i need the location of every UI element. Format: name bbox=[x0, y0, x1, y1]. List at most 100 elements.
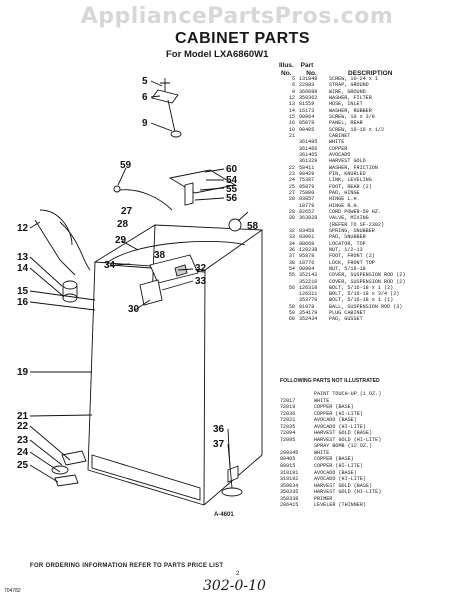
part-description: WHITE bbox=[314, 449, 330, 456]
callout-6: 6 bbox=[142, 92, 148, 103]
part-illus-no: 13 bbox=[288, 101, 295, 108]
part-illus-no: 15 bbox=[288, 113, 295, 120]
part-number: 366089 bbox=[299, 88, 318, 95]
callout-9: 9 bbox=[142, 118, 148, 129]
part-number: 126318 bbox=[299, 284, 318, 291]
part-description: FOOT, FRONT (2) bbox=[329, 253, 375, 260]
part-illus-no: 34 bbox=[288, 240, 295, 247]
part-number: 90064 bbox=[299, 113, 315, 120]
callout-19: 19 bbox=[17, 367, 29, 378]
header-description: DESCRIPTION bbox=[348, 70, 393, 77]
part-description: BOLT, 5/16-18 x 3/4 (2) bbox=[329, 291, 400, 298]
parts-row: 361495 WHITE bbox=[280, 139, 470, 145]
callout-59: 59 bbox=[120, 160, 132, 171]
part-illus-no: 27 bbox=[288, 189, 295, 196]
part-illus-no: 9 bbox=[291, 88, 295, 95]
part-number: 81559 bbox=[299, 101, 315, 108]
part-description: PANEL, REAR bbox=[329, 120, 363, 127]
part-number: 352143 bbox=[299, 272, 318, 279]
part-description: PLUG CABINET bbox=[329, 310, 366, 317]
part-number: 353770 bbox=[299, 297, 318, 304]
part-illus-no: 16 bbox=[288, 120, 295, 127]
part-number: 310191 bbox=[280, 469, 299, 476]
callout-30: 30 bbox=[128, 304, 140, 315]
part-number: 350335 bbox=[280, 489, 299, 496]
header-no-text: No. bbox=[281, 70, 292, 77]
part-number: 363828 bbox=[299, 215, 318, 222]
part-description: COPPER bbox=[329, 145, 348, 152]
part-illus-no: 38 bbox=[288, 259, 295, 266]
part-illus-no: 21 bbox=[288, 132, 295, 139]
callout-38: 38 bbox=[154, 250, 166, 261]
callout-37: 37 bbox=[213, 439, 225, 450]
diagram-id: A-4601 bbox=[214, 512, 234, 518]
part-illus-no: 58 bbox=[288, 303, 295, 310]
part-description: NUT, 5/16-18 bbox=[329, 265, 366, 272]
part-number: 361329 bbox=[299, 158, 318, 165]
part-number: 72017 bbox=[280, 397, 296, 404]
part-number: 90984 bbox=[299, 265, 315, 272]
part-description: HARVEST GOLD bbox=[329, 158, 366, 165]
callout-55: 55 bbox=[226, 184, 238, 195]
part-description: WHITE bbox=[329, 139, 345, 146]
header-illus-text: Illus. bbox=[279, 62, 294, 69]
corner-code: 704782 bbox=[4, 588, 21, 594]
cabinet-exploded-diagram: 5 6 9 59 12 13 14 15 16 19 21 22 23 24 2… bbox=[17, 76, 264, 506]
part-illus-no: 59 bbox=[288, 310, 295, 317]
part-illus-no: 55 bbox=[288, 272, 295, 279]
part-description: SCREW, 10-16 x 1/2 bbox=[329, 126, 385, 133]
part-number: 350338 bbox=[280, 495, 299, 502]
part-number: 131848 bbox=[299, 76, 318, 82]
part-illus-no: 19 bbox=[288, 126, 295, 133]
part-number: 120238 bbox=[299, 246, 318, 253]
part-description: (REFER TO SF-2302) bbox=[329, 221, 385, 228]
part-illus-no: 36 bbox=[288, 246, 295, 253]
callout-25: 25 bbox=[17, 460, 29, 471]
part-number: 75880 bbox=[299, 189, 315, 196]
part-description: HARVEST GOLD (HI-LITE) bbox=[314, 489, 382, 496]
part-number: 72095 bbox=[280, 436, 296, 443]
part-number: 91078 bbox=[299, 303, 315, 310]
part-number: 98429 bbox=[299, 170, 315, 177]
part-number: 98405 bbox=[299, 126, 315, 133]
part-description: COVER, SUSPENSION ROD (2) bbox=[329, 272, 406, 279]
part-number: 361495 bbox=[299, 139, 318, 146]
callout-29: 29 bbox=[115, 235, 127, 246]
part-description: SCREW, 10-24 x 1 bbox=[329, 76, 378, 82]
part-illus-no: 32 bbox=[288, 227, 295, 234]
part-description: CORD POWER-50 HZ. bbox=[329, 208, 381, 215]
part-description: HARVEST GOLD (BASE) bbox=[314, 482, 373, 489]
part-description: WASHER, FRICTION bbox=[329, 164, 378, 171]
part-illus-no: 22 bbox=[288, 164, 295, 171]
part-number: 72036 bbox=[280, 410, 296, 417]
part-illus-no: 54 bbox=[288, 265, 295, 272]
part-illus-no: 23 bbox=[288, 170, 295, 177]
part-number: 18779 bbox=[299, 202, 315, 209]
part-illus-no: 30 bbox=[288, 215, 295, 222]
part-description: COPPER (HI-LITE) bbox=[314, 463, 363, 470]
handwritten-note: 302-0-10 bbox=[203, 578, 266, 594]
part-description: AVOCADO (HI-LITE) bbox=[314, 423, 366, 430]
parts-row: 361329 HARVEST GOLD bbox=[280, 158, 470, 164]
part-number: 72019 bbox=[280, 404, 296, 411]
part-number: 95878 bbox=[299, 253, 315, 260]
part-illus-no: 6 bbox=[291, 82, 295, 89]
part-description: WASHER, RUBBER bbox=[329, 107, 372, 114]
part-illus-no: 56 bbox=[288, 284, 295, 291]
part-number: 93857 bbox=[299, 196, 315, 203]
header-part-text: Part bbox=[300, 62, 314, 69]
